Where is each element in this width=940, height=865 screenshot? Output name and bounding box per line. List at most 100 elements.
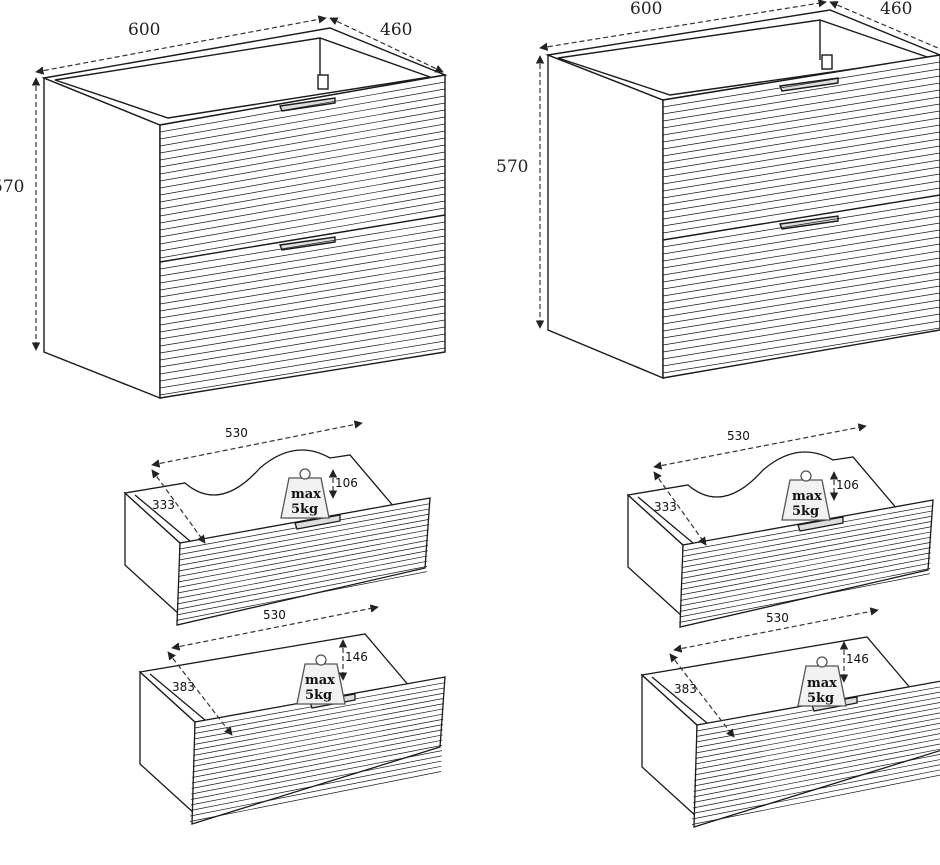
drawer-top-left-weight-line1: max	[291, 487, 321, 502]
drawer-bottom-left-groove	[190, 755, 442, 806]
cabinet-left-bottom-groove	[159, 347, 446, 396]
drawer-top-right-groove	[680, 552, 931, 601]
cabinet-left-top-groove	[159, 116, 446, 168]
cabinet-left-top-groove	[159, 109, 446, 161]
drawer-bottom-left-groove	[194, 692, 445, 740]
drawer-top-right-groove	[679, 557, 931, 607]
drawers-group	[123, 420, 940, 828]
cabinet-right-top-groove	[662, 159, 940, 206]
cabinet-left-top-groove	[159, 172, 446, 224]
cabinet-left-bottom-groove	[159, 228, 446, 277]
cabinet-left-top-groove	[159, 200, 446, 252]
drawer-bottom-left-groove	[192, 713, 444, 762]
drawer-top-right-groove	[680, 547, 932, 596]
cabinet-left-bottom-groove	[159, 319, 446, 368]
drawer-bottom-right-weight-icon	[797, 665, 847, 707]
drawer-top-right-groove	[680, 536, 932, 585]
drawer-bottom-right-groove	[695, 707, 940, 754]
drawer-top-right-groove	[679, 562, 931, 612]
drawer-top-left-grooves	[176, 503, 430, 621]
drawer-top-right-groove	[681, 521, 933, 568]
cabinet-left-depth-label: 460	[380, 20, 412, 40]
drawer-bottom-right-groove	[692, 764, 940, 814]
cabinet-right-bottom-groove	[662, 306, 940, 353]
drawer-bottom-left-height-label: 146	[345, 650, 368, 664]
drawer-top-left-front	[176, 497, 431, 626]
drawer-top-right-groove	[682, 515, 933, 563]
drawer-top-right-depth-dim	[653, 471, 707, 546]
drawer-bottom-left-groove	[194, 687, 445, 734]
drawer-top-left-depth-label: 333	[152, 498, 175, 512]
drawer-bottom-left-groove	[191, 734, 443, 784]
cabinet-left-top-groove	[159, 179, 446, 231]
drawer-top-left-groove	[179, 513, 430, 561]
cabinet-left-bottom-groove	[159, 242, 446, 291]
drawer-bottom-left-grooves	[189, 682, 445, 822]
cabinet-left-top-groove	[159, 88, 446, 140]
drawer-top-left-groove	[178, 524, 429, 572]
cabinet-right-bottom-groove	[662, 299, 940, 346]
drawer-top-right-weight-line2: 5kg	[792, 504, 819, 519]
drawer-bottom-right-weight-line2: 5kg	[807, 691, 834, 706]
cabinet-right-top-groove	[662, 68, 940, 115]
drawer-bottom-left	[138, 633, 446, 825]
cabinet-left-bottom-groove	[159, 284, 446, 333]
drawer-top-right-groove	[680, 541, 932, 590]
cabinet-right-top-groove	[662, 138, 940, 185]
drawer-bottom-left-groove	[190, 765, 442, 817]
drawer-bottom-right-groove	[693, 754, 940, 803]
drawer-top-right-groove	[682, 510, 933, 557]
cabinet-left-top-groove	[159, 81, 446, 133]
drawer-bottom-right-width-label: 530	[766, 611, 789, 625]
drawer-bottom-right-width-dim	[673, 607, 879, 653]
cabinet-left-bottom-groove	[159, 277, 446, 326]
cabinet-left-bottom-groove	[159, 221, 446, 270]
cabinet-left-bottom-groove	[159, 333, 446, 382]
cabinet-left-top-groove	[159, 102, 446, 154]
drawer-top-left-groove	[178, 519, 430, 566]
cabinet-right-top-groove	[662, 173, 940, 220]
cabinet-left-top-groove	[159, 123, 446, 175]
cabinet-left-height-label: 570	[0, 177, 24, 197]
cabinet-right-bottom-groove	[662, 271, 940, 318]
drawer-top-left-weight-icon	[280, 477, 330, 519]
cabinet-left-bottom-groove	[159, 256, 446, 305]
drawer-top-left-height-label: 106	[335, 476, 358, 490]
cabinet-left-bottom-groove	[159, 291, 446, 340]
drawer-top-right-weight-icon	[781, 479, 831, 521]
drawer-bottom-left-depth-dim	[167, 651, 233, 736]
cabinet-left-top-groove	[159, 130, 446, 182]
drawer-bottom-left-weight-line2: 5kg	[305, 688, 332, 703]
drawer-top-right-weight-ring-icon	[800, 470, 812, 482]
cabinet-right-top-groove	[662, 75, 940, 122]
drawer-bottom-left-groove	[193, 698, 445, 745]
cabinet-right-bottom-groove	[662, 285, 940, 332]
drawer-bottom-right-groove	[694, 728, 940, 776]
drawer-bottom-right-depth-label: 383	[674, 682, 697, 696]
cabinet-right-top-groove	[662, 110, 940, 157]
drawer-top-left-groove	[177, 550, 428, 599]
drawer-top-right-width-label: 530	[727, 429, 750, 443]
drawer-bottom-right-weight-ring-icon	[816, 656, 828, 668]
cabinet-left-bottom-groove	[159, 305, 446, 354]
cabinet-right-depth-label: 460	[880, 0, 912, 19]
drawer-bottom-right-weight-line1: max	[807, 676, 837, 691]
drawer-bottom-left-depth-label: 383	[172, 680, 195, 694]
drawer-bottom-right-groove	[694, 722, 940, 770]
drawer-bottom-left-groove	[192, 724, 444, 773]
drawer-bottom-left-width-label: 530	[263, 608, 286, 622]
drawer-top-left-groove	[179, 508, 430, 555]
cabinet-right-bottom-groove	[662, 222, 940, 269]
drawer-bottom-left-groove	[192, 718, 444, 767]
drawer-bottom-right	[640, 636, 940, 828]
cabinet-left-top-groove	[159, 165, 446, 217]
cabinet-left-top-groove	[159, 137, 446, 189]
drawer-top-left-weight-ring-icon	[299, 468, 311, 480]
drawer-bottom-right-groove	[692, 769, 940, 820]
cabinet-left-dimensions	[31, 15, 444, 351]
drawer-bottom-right-depth-dim	[669, 653, 735, 738]
cabinet-left	[41, 27, 448, 400]
cabinet-left-bottom-groove	[159, 312, 446, 361]
cabinet-left-top-groove	[159, 158, 446, 210]
